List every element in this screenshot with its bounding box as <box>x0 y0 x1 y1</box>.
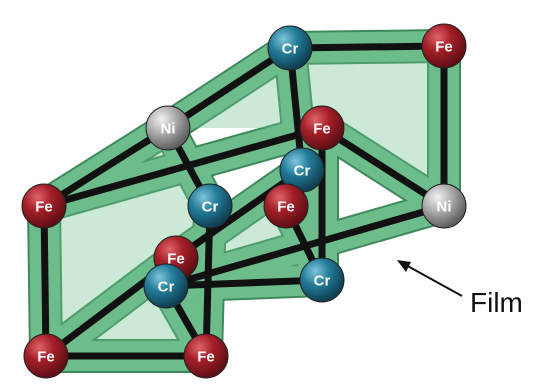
atom-label: Ni <box>161 121 176 138</box>
atom-label: Fe <box>435 39 453 56</box>
atom-sphere <box>187 183 233 229</box>
atom-fe: Fe <box>299 105 345 151</box>
atom-fe: Fe <box>183 333 229 379</box>
atom-label: Fe <box>197 349 215 366</box>
bond-a1-a3 <box>164 44 294 132</box>
atom-fe: Fe <box>263 183 309 229</box>
atom-fe: Fe <box>421 23 467 69</box>
atom-cr: Cr <box>267 25 313 71</box>
callout-arrow-line <box>403 263 463 297</box>
bond-a1-a2 <box>286 42 448 52</box>
atom-cr: Cr <box>143 263 189 309</box>
atom-sphere <box>267 25 313 71</box>
bond-a3-a6 <box>40 124 172 210</box>
atom-sphere <box>299 257 345 303</box>
atom-label: Fe <box>277 199 295 216</box>
film-callout: Film <box>397 260 523 318</box>
atom-label: Cr <box>314 273 331 290</box>
atom-label: Fe <box>35 199 53 216</box>
atom-sphere <box>421 23 467 69</box>
bond-a6-a4 <box>40 124 326 210</box>
atom-sphere <box>23 333 69 379</box>
atom-sphere <box>183 333 229 379</box>
atom-ni: Ni <box>421 183 467 229</box>
atom-label: Fe <box>37 349 55 366</box>
atom-label: Cr <box>158 279 175 296</box>
atom-fe: Fe <box>21 183 67 229</box>
atom-sphere <box>145 105 191 151</box>
bond-a5-a14 <box>202 202 214 360</box>
bond-a4-a9 <box>318 124 448 210</box>
atom-sphere <box>421 183 467 229</box>
bond-a6-a13 <box>40 202 50 360</box>
atom-label: Ni <box>437 199 452 216</box>
atom-cr: Cr <box>299 257 345 303</box>
atom-sphere <box>263 183 309 229</box>
atom-sphere <box>299 105 345 151</box>
atom-label: Cr <box>282 41 299 58</box>
bond-a10-a12 <box>162 276 326 290</box>
atom-label: Cr <box>294 163 311 180</box>
atom-label: Fe <box>313 121 331 138</box>
atom-cr: Cr <box>187 183 233 229</box>
atom-fe: Fe <box>23 333 69 379</box>
atom-ni: Ni <box>145 105 191 151</box>
atom-label: Fe <box>167 251 185 268</box>
atom-sphere <box>143 263 189 309</box>
film-label: Film <box>470 287 523 318</box>
arrow-head-icon <box>397 260 411 272</box>
atom-label: Cr <box>202 199 219 216</box>
atom-sphere <box>21 183 67 229</box>
